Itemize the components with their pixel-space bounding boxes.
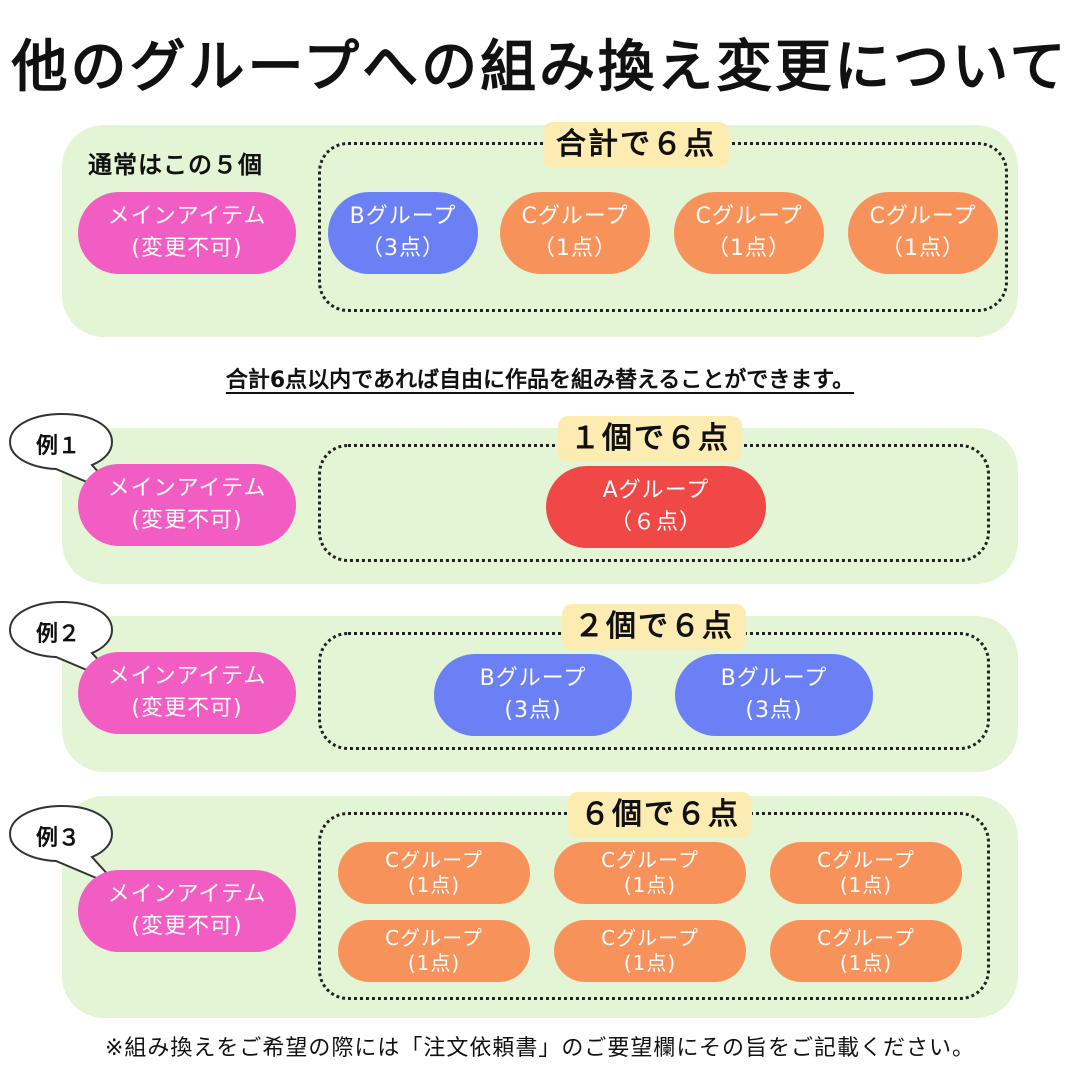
group-pill: Aグループ （６点） — [546, 466, 766, 548]
group-points: (3点) — [504, 698, 562, 723]
main-item-pill: メインアイテム (変更不可) — [78, 464, 296, 546]
group-name: Aグループ — [602, 478, 710, 504]
group-name: Bグループ — [720, 666, 828, 692]
group-points: (3点) — [745, 698, 803, 723]
group-points: (1点) — [407, 951, 461, 975]
normal-label: 通常はこの５個 — [88, 151, 263, 179]
group-pill: Bグループ (3点) — [434, 654, 632, 736]
group-name: Bグループ — [349, 204, 457, 230]
group-points: （1点） — [707, 236, 791, 261]
speech-bubble-icon — [8, 804, 121, 889]
group-pill: Cグループ (1点) — [554, 920, 746, 982]
rule-caption: 合計6点以内であれば自由に作品を組み替えることができます。 — [225, 368, 855, 393]
group-name: Bグループ — [479, 666, 587, 692]
group-pill: Cグループ (1点) — [770, 842, 962, 904]
group-name: Cグループ — [521, 204, 629, 230]
group-pill: Cグループ (1点) — [554, 842, 746, 904]
group-points: (1点) — [839, 873, 893, 897]
group-name: Cグループ — [817, 926, 915, 950]
main-item-pill: メインアイテム (変更不可) — [78, 652, 296, 734]
group-pill: Cグループ （1点） — [500, 192, 650, 274]
group-pill: Cグループ (1点) — [770, 920, 962, 982]
example-2-label: 例２ — [35, 622, 80, 647]
group-name: Cグループ — [601, 926, 699, 950]
group-points: （1点） — [881, 236, 965, 261]
group-points: (1点) — [623, 951, 677, 975]
main-item-note: (変更不可) — [131, 236, 243, 261]
group-pill: Cグループ （1点） — [674, 192, 824, 274]
group-name: Cグループ — [385, 926, 483, 950]
group-points: （3点） — [361, 236, 445, 261]
group-points: （1点） — [533, 236, 617, 261]
main-item-name: メインアイテム — [107, 882, 267, 908]
example-3-label: 例３ — [35, 826, 80, 851]
group-pill: Cグループ (1点) — [338, 842, 530, 904]
example-1-tag: １個で６点 — [558, 416, 742, 462]
footer-note: ※組み換えをご希望の際には「注文依頼書」のご要望欄にその旨をご記載ください。 — [105, 1036, 975, 1061]
main-item-pill: メインアイテム (変更不可) — [78, 192, 296, 274]
group-pill: Cグループ (1点) — [338, 920, 530, 982]
group-pill: Bグループ （3点） — [328, 192, 478, 274]
group-name: Cグループ — [817, 848, 915, 872]
main-item-note: (変更不可) — [131, 508, 243, 533]
group-points: (1点) — [839, 951, 893, 975]
group-points: (1点) — [623, 873, 677, 897]
main-item-note: (変更不可) — [131, 696, 243, 721]
group-pill: Bグループ (3点) — [675, 654, 873, 736]
main-item-name: メインアイテム — [107, 664, 267, 690]
group-pill: Cグループ （1点） — [848, 192, 998, 274]
main-item-note: (変更不可) — [131, 914, 243, 939]
main-item-name: メインアイテム — [107, 204, 267, 230]
example-1-label: 例１ — [35, 434, 80, 459]
example-3-tag: ６個で６点 — [568, 792, 752, 838]
page-title: 他のグループへの組み換え変更について — [11, 35, 1069, 100]
main-item-pill: メインアイテム (変更不可) — [78, 870, 296, 952]
group-points: (1点) — [407, 873, 461, 897]
group-name: Cグループ — [695, 204, 803, 230]
group-points: （６点） — [609, 510, 702, 535]
group-name: Cグループ — [601, 848, 699, 872]
group-name: Cグループ — [869, 204, 977, 230]
main-item-name: メインアイテム — [107, 476, 267, 502]
normal-total-tag: 合計で６点 — [543, 122, 729, 168]
group-name: Cグループ — [385, 848, 483, 872]
example-2-tag: ２個で６点 — [562, 604, 746, 650]
